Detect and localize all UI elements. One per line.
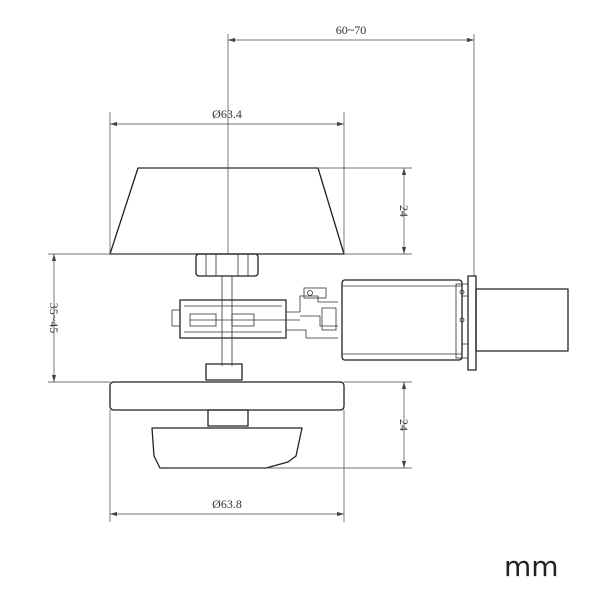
dimension-top-diameter: Ø63.4 — [109, 107, 345, 254]
spindle — [221, 276, 233, 366]
latch-cylinder — [341, 279, 469, 361]
face-plate — [467, 275, 477, 371]
dim-label-thickness-range: 35~45 — [47, 303, 61, 334]
lower-spindle-block — [205, 363, 243, 381]
dim-label-top-height: 24 — [397, 205, 411, 217]
bottom-neck — [207, 409, 249, 427]
top-collar — [195, 253, 259, 277]
dimension-bottom-height: 24 — [266, 381, 412, 469]
dimension-overall-depth: 60~70 — [227, 23, 475, 276]
dim-label-overall-depth: 60~70 — [336, 23, 367, 37]
unit-label: mm — [504, 550, 559, 583]
bottom-rose — [109, 381, 345, 411]
dimension-thickness-range: 35~45 — [47, 253, 196, 383]
dimension-bottom-diameter: Ø63.8 — [109, 410, 345, 522]
dim-label-bottom-diameter: Ø63.8 — [212, 497, 242, 511]
bottom-knob — [151, 427, 303, 469]
latch-bolt — [475, 288, 569, 352]
top-knob — [109, 167, 345, 255]
latch-mechanism — [171, 287, 338, 339]
dim-label-top-diameter: Ø63.4 — [212, 107, 242, 121]
dimension-top-height: 24 — [318, 167, 412, 255]
dim-label-bottom-height: 24 — [397, 419, 411, 431]
